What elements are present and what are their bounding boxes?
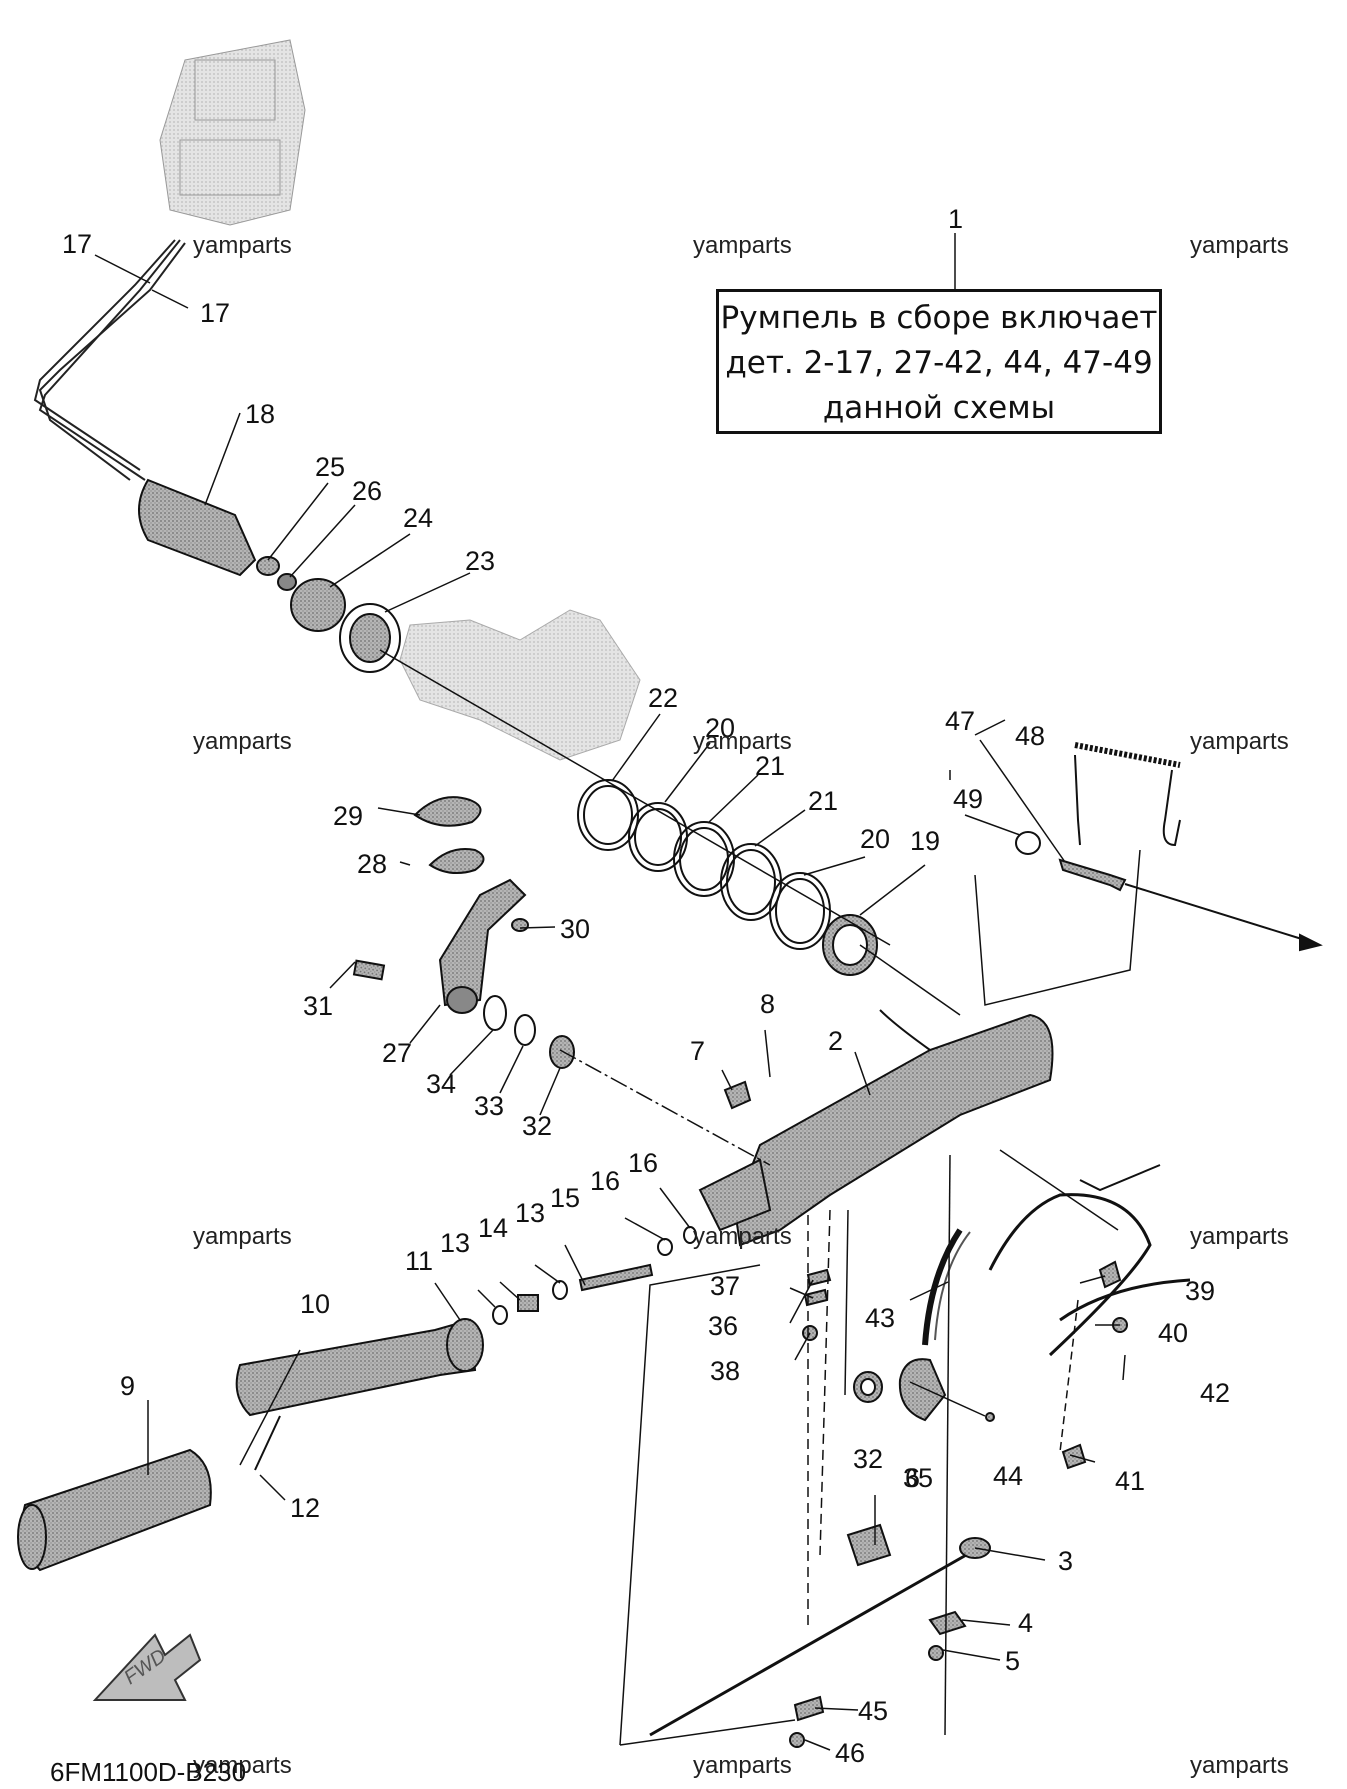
label-part-44: 44 <box>993 1461 1023 1491</box>
watermark: yamparts <box>693 728 792 755</box>
label-part-18: 18 <box>245 399 275 429</box>
lanyard <box>1015 742 1323 952</box>
label-part-34: 34 <box>426 1069 456 1099</box>
label-part-27: 27 <box>382 1038 412 1068</box>
label-part-2: 2 <box>828 1026 843 1056</box>
shift-lever-parts <box>352 796 529 1014</box>
watermark: yamparts <box>693 1752 792 1779</box>
label-part-20b: 20 <box>860 824 890 854</box>
label-part-20a: 20 <box>705 713 735 743</box>
label-part-11: 11 <box>405 1246 433 1276</box>
label-part-36: 36 <box>708 1311 738 1341</box>
label-part-9: 9 <box>120 1371 135 1401</box>
watermark: yamparts <box>1190 1223 1289 1250</box>
cables-lower <box>853 1164 1191 1422</box>
label-part-32b: 32 <box>853 1444 883 1474</box>
assembly-note-box: Румпель в сборе включает дет. 2-17, 27-4… <box>716 289 1162 434</box>
label-part-4: 4 <box>1018 1608 1033 1638</box>
small-parts-shaft <box>492 1226 697 1325</box>
label-part-21b: 21 <box>808 786 838 816</box>
label-part-26: 26 <box>352 476 382 506</box>
label-part-1: 1 <box>948 204 963 234</box>
label-part-13a: 13 <box>440 1228 470 1258</box>
label-part-39: 39 <box>1185 1276 1215 1306</box>
label-part-28: 28 <box>357 849 387 879</box>
watermark: yamparts <box>193 232 292 259</box>
assembly-note-line-2: дет. 2-17, 27-42, 44, 47-49 <box>725 345 1153 381</box>
grip-assembly <box>17 1318 484 1572</box>
label-part-10: 10 <box>300 1289 330 1319</box>
tiller-body <box>698 1009 1054 1247</box>
watermark: yamparts <box>693 1223 792 1250</box>
label-part-41: 41 <box>1115 1466 1145 1496</box>
clip-parts <box>985 1260 1128 1470</box>
assembly-note-line-3: данной схемы <box>822 390 1056 426</box>
label-part-40: 40 <box>1158 1318 1188 1348</box>
lower-parts <box>649 1268 991 1748</box>
assembly-note-line-1: Румпель в сборе включает <box>720 300 1158 336</box>
leader-lines <box>559 849 1141 1746</box>
label-part-15: 15 <box>550 1183 580 1213</box>
label-part-46: 46 <box>835 1738 865 1768</box>
bracket-ghost <box>399 609 641 761</box>
label-part-22: 22 <box>648 683 678 713</box>
label-part-49: 49 <box>953 784 983 814</box>
label-part-12: 12 <box>290 1493 320 1523</box>
watermark: yamparts <box>193 728 292 755</box>
label-part-24: 24 <box>403 503 433 533</box>
label-part-38: 38 <box>710 1356 740 1386</box>
label-part-14: 14 <box>478 1213 508 1243</box>
assembly-line <box>859 944 961 1016</box>
watermark: yamparts <box>1190 1752 1289 1779</box>
watermark: yamparts <box>193 1752 292 1779</box>
label-part-37: 37 <box>710 1271 740 1301</box>
label-part-48: 48 <box>1015 721 1045 751</box>
label-part-47: 47 <box>945 706 975 736</box>
small-rings <box>483 995 575 1069</box>
label-part-31: 31 <box>303 991 333 1021</box>
label-part-43: 43 <box>865 1303 895 1333</box>
watermark: yamparts <box>1190 232 1289 259</box>
label-part-29: 29 <box>333 801 363 831</box>
label-part-32a: 32 <box>522 1111 552 1141</box>
label-part-5: 5 <box>1005 1646 1020 1676</box>
assembly-line <box>379 649 891 946</box>
label-part-42: 42 <box>1200 1378 1230 1408</box>
label-leaders <box>94 233 1126 1751</box>
label-part-17b: 17 <box>200 298 230 328</box>
label-part-33: 33 <box>474 1091 504 1121</box>
small-parts-upper <box>256 556 401 673</box>
label-part-13b: 13 <box>515 1198 545 1228</box>
label-part-16a: 16 <box>590 1166 620 1196</box>
small-screw-7-8 <box>723 1080 752 1110</box>
label-part-35: 35 <box>903 1463 933 1493</box>
wire-harness <box>33 239 186 481</box>
diagram-code: 6FM1100D-B230 <box>50 1757 247 1787</box>
label-part-3: 3 <box>1058 1546 1073 1576</box>
label-part-19: 19 <box>910 826 940 856</box>
label-part-30: 30 <box>560 914 590 944</box>
fwd-arrow: FWD <box>92 1633 202 1701</box>
label-part-16b: 16 <box>628 1148 658 1178</box>
watermark: yamparts <box>693 232 792 259</box>
label-part-45: 45 <box>858 1696 888 1726</box>
label-part-6: 6 <box>905 1463 920 1493</box>
label-part-8: 8 <box>760 989 775 1019</box>
watermark: yamparts <box>1190 728 1289 755</box>
label-part-21a: 21 <box>755 751 785 781</box>
engine-ghost <box>159 39 306 226</box>
label-part-25: 25 <box>315 452 345 482</box>
label-part-7: 7 <box>690 1036 705 1066</box>
label-part-17a: 17 <box>62 229 92 259</box>
label-part-23: 23 <box>465 546 495 576</box>
part-number-labels: 1 2 3 4 5 6 7 8 9 10 11 12 13 13 14 15 1… <box>62 204 1230 1768</box>
watermark: yamparts <box>193 1223 292 1250</box>
part-18-switch <box>138 478 257 577</box>
